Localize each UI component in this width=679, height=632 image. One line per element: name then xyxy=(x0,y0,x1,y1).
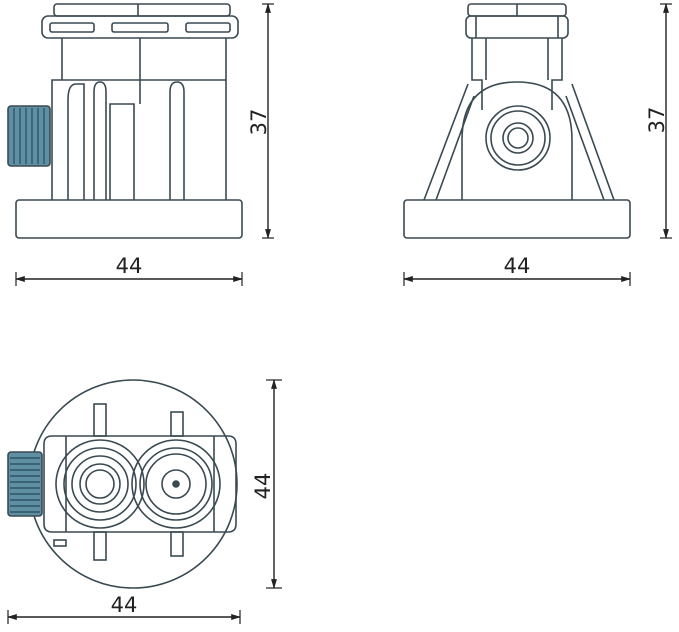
top-height-dimension: 44 xyxy=(251,379,282,589)
front-view xyxy=(403,3,631,239)
top-port-right xyxy=(131,439,221,529)
front-boss xyxy=(461,81,573,200)
front-width-label: 44 xyxy=(504,254,531,278)
side-width-label: 44 xyxy=(116,254,143,278)
front-height-dimension: 37 xyxy=(645,3,672,239)
top-thread-icon xyxy=(7,451,43,517)
front-collar xyxy=(465,15,569,39)
top-height-label: 44 xyxy=(251,473,275,500)
side-width-dimension: 44 xyxy=(15,254,243,286)
top-view xyxy=(28,379,238,589)
side-body xyxy=(51,38,227,200)
front-height-label: 37 xyxy=(645,107,669,134)
side-thread-icon xyxy=(7,105,51,167)
front-outlet-inner-ring xyxy=(502,122,534,154)
front-outlet-outer-ring xyxy=(485,105,551,171)
side-height-dimension: 37 xyxy=(247,3,274,239)
front-width-dimension: 44 xyxy=(403,254,631,286)
side-height-label: 37 xyxy=(247,109,271,136)
side-base xyxy=(15,199,243,239)
top-port-left xyxy=(55,439,145,529)
side-collar xyxy=(41,15,239,39)
top-width-dimension: 44 xyxy=(7,593,241,624)
top-width-label: 44 xyxy=(111,593,138,617)
side-view xyxy=(15,3,243,239)
side-top-rim xyxy=(53,3,231,17)
front-base xyxy=(403,199,631,239)
top-body xyxy=(43,435,237,533)
